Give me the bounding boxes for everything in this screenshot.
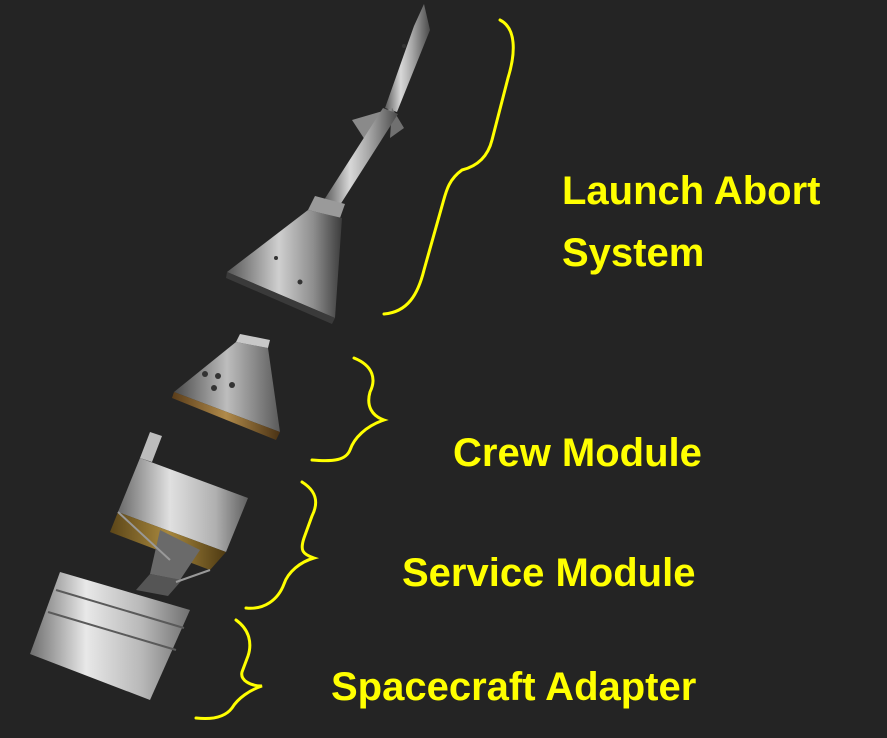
launch-abort-line2: System — [562, 231, 705, 275]
service-module-label: Service Module — [402, 551, 696, 595]
launch-abort-brace — [382, 18, 515, 316]
crew-module-brace — [310, 356, 389, 463]
spacecraft-adapter-icon — [30, 572, 190, 700]
crew-module-label: Crew Module — [453, 431, 702, 475]
spacecraft-adapter-brace — [194, 618, 263, 720]
service-module-icon — [110, 432, 248, 596]
launch-abort-system-label: Launch Abort System — [562, 160, 821, 284]
spacecraft-adapter-label: Spacecraft Adapter — [331, 665, 697, 709]
launch-abort-line1: Launch Abort — [562, 169, 821, 213]
service-module-brace — [244, 480, 320, 610]
launch-abort-system-icon — [226, 4, 430, 324]
crew-module-icon — [172, 334, 280, 440]
